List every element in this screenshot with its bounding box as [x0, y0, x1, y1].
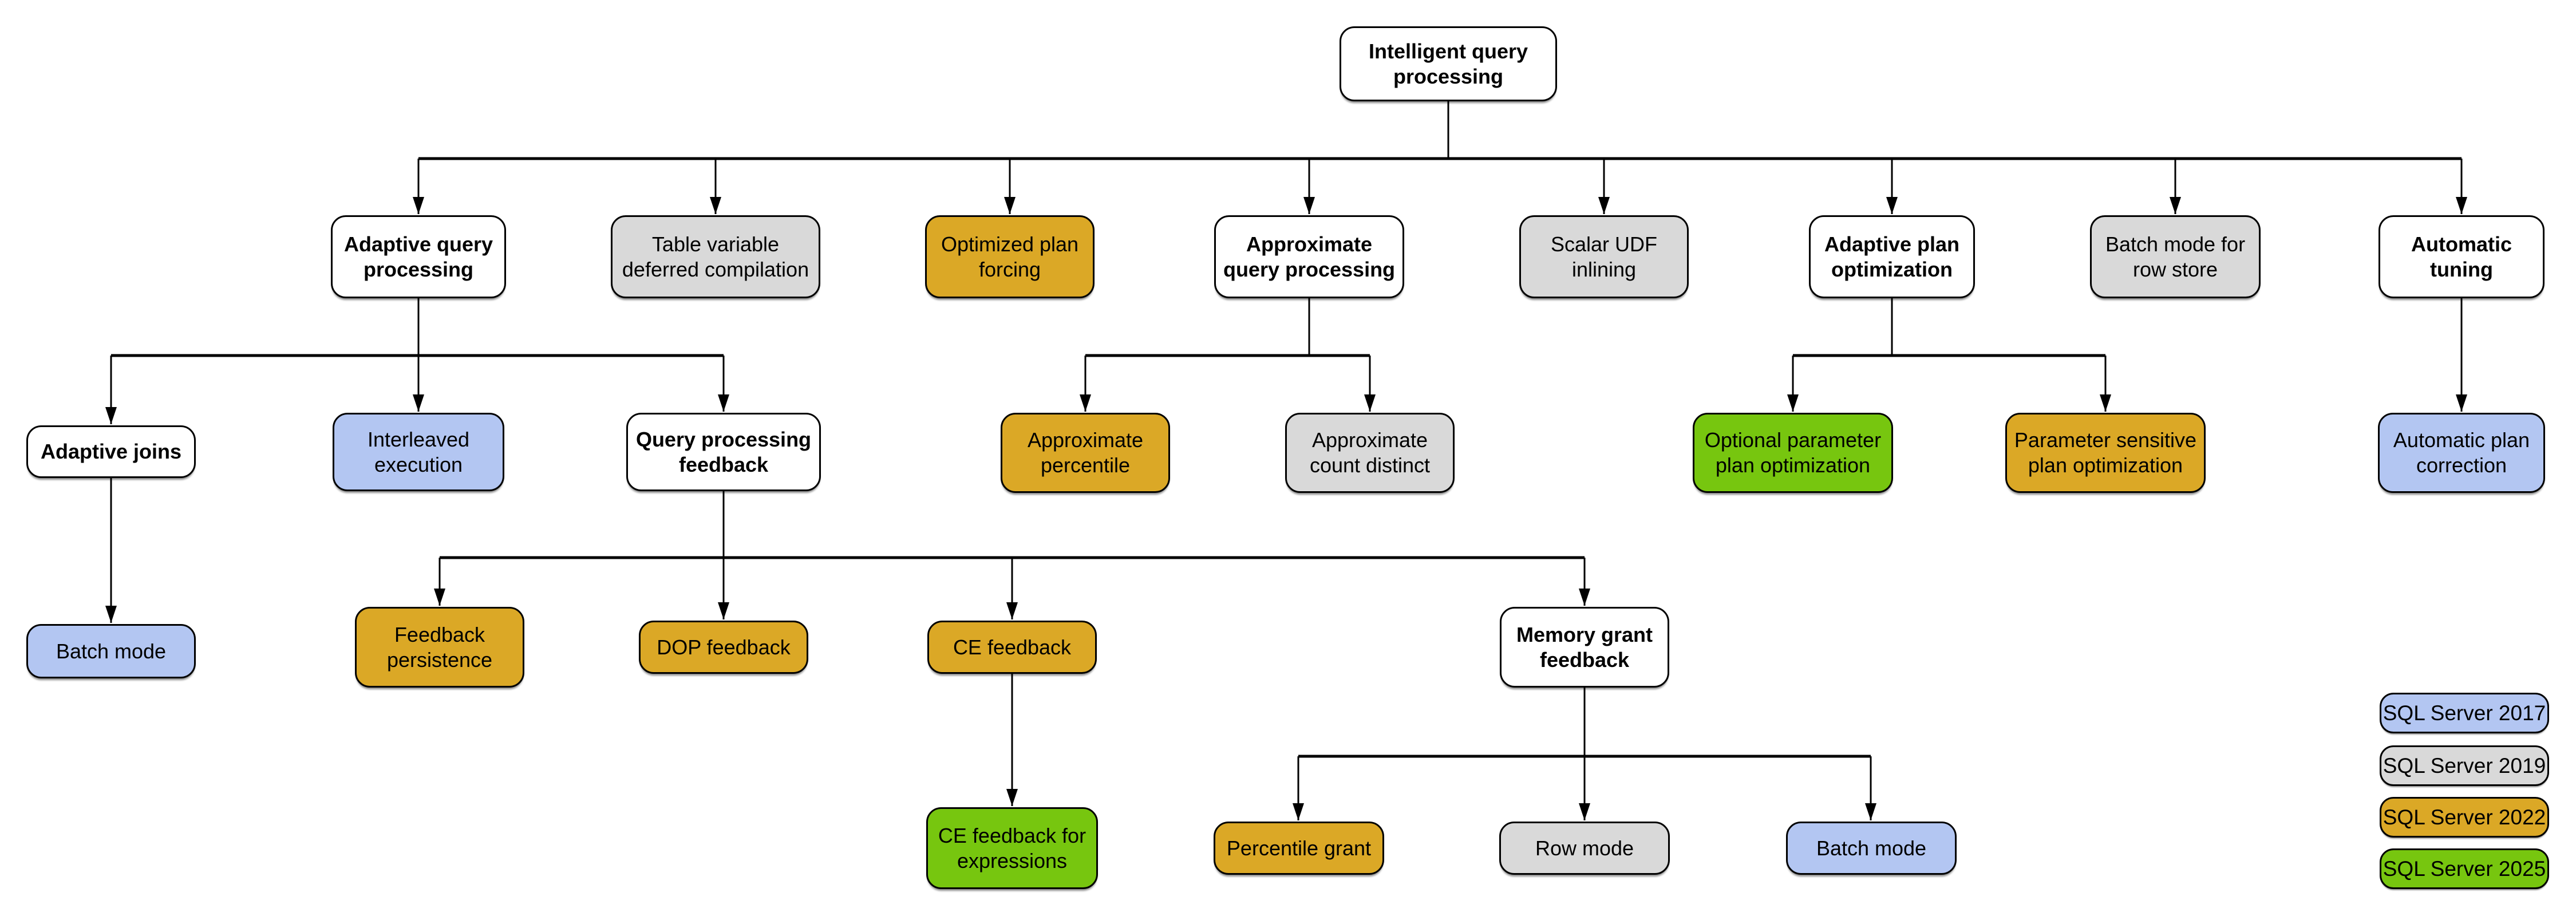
node-label: Row mode: [1535, 836, 1634, 860]
node-label: Table variable deferred compilation: [622, 232, 809, 281]
node-dop: DOP feedback: [639, 621, 808, 674]
node-bmrs: Batch mode for row store: [2090, 215, 2261, 298]
node-pspo: Parameter sensitive plan optimization: [2005, 413, 2206, 493]
node-label: Approximate percentile: [1027, 428, 1144, 477]
node-label: CE feedback: [953, 635, 1072, 659]
node-mgf: Memory grant feedback: [1500, 607, 1669, 688]
node-label: Query processing feedback: [635, 427, 812, 476]
legend-item-sql2022: SQL Server 2022: [2380, 797, 2549, 838]
node-pg: Percentile grant: [1214, 822, 1384, 875]
node-label: Batch mode for row store: [2105, 232, 2246, 281]
node-aqp2: Approximate query processing: [1214, 215, 1404, 298]
node-label: Intelligent query processing: [1368, 39, 1528, 88]
node-label: Parameter sensitive plan optimization: [2014, 428, 2197, 477]
node-label: Adaptive joins: [40, 440, 182, 464]
node-label: Percentile grant: [1226, 836, 1372, 860]
node-label: Optimized plan forcing: [941, 232, 1079, 281]
legend-label: SQL Server 2022: [2383, 805, 2546, 829]
node-acd: Approximate count distinct: [1285, 413, 1455, 493]
node-at: Automatic tuning: [2379, 215, 2545, 298]
node-rm: Row mode: [1499, 822, 1670, 875]
node-label: Batch mode: [56, 639, 167, 663]
node-fp: Feedback persistence: [355, 607, 524, 688]
node-label: Automatic tuning: [2411, 232, 2512, 281]
node-oppo: Optional parameter plan optimization: [1693, 413, 1893, 493]
node-label: Interleaved execution: [367, 427, 470, 476]
node-label: Adaptive query processing: [343, 232, 493, 281]
legend-label: SQL Server 2019: [2383, 753, 2546, 777]
node-sudf: Scalar UDF inlining: [1519, 215, 1689, 298]
node-cef: CE feedback: [927, 621, 1097, 674]
legend-label: SQL Server 2025: [2383, 856, 2546, 881]
node-label: Approximate query processing: [1223, 232, 1396, 281]
node-cefe: CE feedback for expressions: [926, 807, 1098, 889]
node-ie: Interleaved execution: [333, 413, 504, 491]
node-label: Adaptive plan optimization: [1824, 232, 1960, 281]
node-bm2: Batch mode: [1786, 822, 1957, 875]
node-label: Batch mode: [1816, 836, 1927, 860]
legend-item-sql2019: SQL Server 2019: [2380, 745, 2549, 786]
legend-label: SQL Server 2017: [2383, 701, 2546, 725]
node-tvdc: Table variable deferred compilation: [611, 215, 820, 298]
legend-item-sql2017: SQL Server 2017: [2380, 693, 2549, 733]
legend-item-sql2025: SQL Server 2025: [2380, 848, 2549, 889]
node-bm1: Batch mode: [26, 624, 196, 678]
node-apc: Automatic plan correction: [2378, 413, 2545, 493]
node-ap: Approximate percentile: [1001, 413, 1170, 493]
node-aj: Adaptive joins: [26, 425, 196, 478]
node-label: DOP feedback: [657, 635, 791, 659]
node-opf: Optimized plan forcing: [925, 215, 1095, 298]
node-label: Scalar UDF inlining: [1550, 232, 1658, 281]
node-aqp: Adaptive query processing: [331, 215, 506, 298]
node-root: Intelligent query processing: [1340, 26, 1557, 101]
node-label: Automatic plan correction: [2393, 428, 2530, 477]
node-label: Approximate count distinct: [1309, 428, 1431, 477]
node-label: Memory grant feedback: [1516, 622, 1653, 672]
node-qpf: Query processing feedback: [626, 413, 821, 491]
node-label: Feedback persistence: [386, 622, 493, 672]
node-label: CE feedback for expressions: [938, 823, 1086, 872]
node-label: Optional parameter plan optimization: [1704, 428, 1882, 477]
node-apo: Adaptive plan optimization: [1809, 215, 1975, 298]
